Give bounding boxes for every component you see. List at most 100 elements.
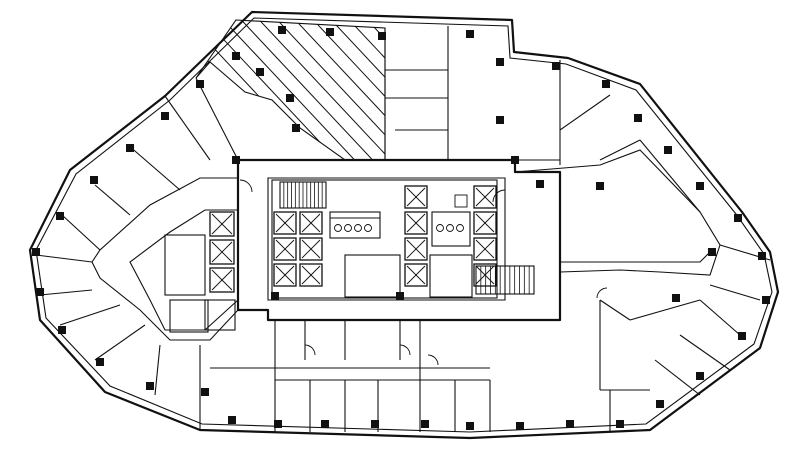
elevator-icon xyxy=(209,211,235,237)
hatch-line xyxy=(196,20,347,160)
column-icon xyxy=(566,420,574,428)
column-icon xyxy=(201,388,209,396)
column-icon xyxy=(126,144,134,152)
elevator-icon xyxy=(404,237,428,261)
elevator-bank-right xyxy=(473,185,497,287)
column-icon xyxy=(596,182,604,190)
column-icon xyxy=(232,52,240,60)
building-core xyxy=(271,179,498,299)
hatch-line xyxy=(196,20,221,160)
column-icon xyxy=(396,292,404,300)
elevator-bank-center-right xyxy=(404,185,428,287)
hatch-line xyxy=(231,20,383,160)
elevator-icon xyxy=(299,211,323,235)
column-icon xyxy=(634,114,642,122)
building-outline xyxy=(28,10,780,440)
column-icon xyxy=(292,124,300,132)
elevator-icon xyxy=(209,239,235,265)
stair-left xyxy=(279,181,327,209)
column-icon xyxy=(371,420,379,428)
column-icon xyxy=(90,176,98,184)
hatch-line xyxy=(196,20,275,160)
column-icon xyxy=(36,288,44,296)
column-icon xyxy=(96,358,104,366)
column-icon xyxy=(232,156,240,164)
hatch-line xyxy=(0,10,130,170)
door-swing-icon xyxy=(239,179,608,366)
restroom-left xyxy=(329,211,381,239)
lobby-box xyxy=(344,254,401,298)
bottom-partitions xyxy=(210,320,491,432)
hatch-line xyxy=(339,20,385,160)
elevator-icon xyxy=(473,211,497,235)
column-icon xyxy=(58,326,66,334)
column-icon xyxy=(196,80,204,88)
column-icon xyxy=(656,400,664,408)
elevator-icon xyxy=(473,185,497,209)
column-icon xyxy=(496,58,504,66)
column-icon xyxy=(421,420,429,428)
elevator-icon xyxy=(209,267,235,293)
elevator-icon xyxy=(273,237,297,261)
right-wing-corridor xyxy=(514,149,721,276)
elevator-icon xyxy=(404,263,428,287)
hatch-line xyxy=(34,10,184,170)
hatched-zone xyxy=(0,10,616,170)
hatch-line xyxy=(196,20,293,160)
column-icon xyxy=(602,80,610,88)
left-wing-corridor xyxy=(91,177,239,341)
elevator-icon xyxy=(404,185,428,209)
core-outline xyxy=(267,177,506,301)
elevator-icon xyxy=(473,263,497,287)
hatch-line xyxy=(0,10,148,170)
column-icon xyxy=(321,420,329,428)
hatch-line xyxy=(16,10,166,170)
elevator-bank-center-left xyxy=(273,211,323,287)
upper-partitions xyxy=(384,26,701,213)
hatch-line xyxy=(466,10,616,170)
column-icon xyxy=(146,382,154,390)
elevator-icon xyxy=(404,211,428,235)
mech-box xyxy=(429,254,473,298)
column-icon xyxy=(496,116,504,124)
stair-icon xyxy=(475,265,535,295)
restroom-right xyxy=(431,194,471,247)
hatch-line xyxy=(213,20,365,160)
column-icon xyxy=(326,28,334,36)
right-wing-inner xyxy=(560,249,713,263)
column-icon xyxy=(664,146,672,154)
column-icon xyxy=(672,294,680,302)
left-partitions xyxy=(35,77,239,430)
column-icon xyxy=(696,372,704,380)
column-icon xyxy=(516,422,524,430)
column-icon xyxy=(271,292,279,300)
elevator-bank-left xyxy=(209,211,235,293)
hatch-line xyxy=(285,20,385,160)
column-icon xyxy=(536,180,544,188)
column-icon xyxy=(758,252,766,260)
hatch-line xyxy=(196,20,311,160)
elevator-icon xyxy=(273,211,297,235)
elevator-icon xyxy=(299,263,323,287)
column-icon xyxy=(734,214,742,222)
hatch-line xyxy=(303,20,385,160)
column-icon xyxy=(466,422,474,430)
hatch-line xyxy=(375,20,385,160)
column-icon xyxy=(466,30,474,38)
column-icon xyxy=(56,212,64,220)
column-icon xyxy=(256,68,264,76)
column-icon xyxy=(511,156,519,164)
column-icon xyxy=(161,112,169,120)
hatch-line xyxy=(267,20,385,160)
elevator-icon xyxy=(273,263,297,287)
stair-right xyxy=(475,265,535,295)
column-icon xyxy=(738,332,746,340)
column-icon xyxy=(616,420,624,428)
hatched-zone-border xyxy=(195,19,386,161)
column-icon xyxy=(696,182,704,190)
stair-icon xyxy=(279,181,327,209)
column-icon xyxy=(278,26,286,34)
column-icon xyxy=(274,420,282,428)
right-partitions xyxy=(599,244,771,432)
